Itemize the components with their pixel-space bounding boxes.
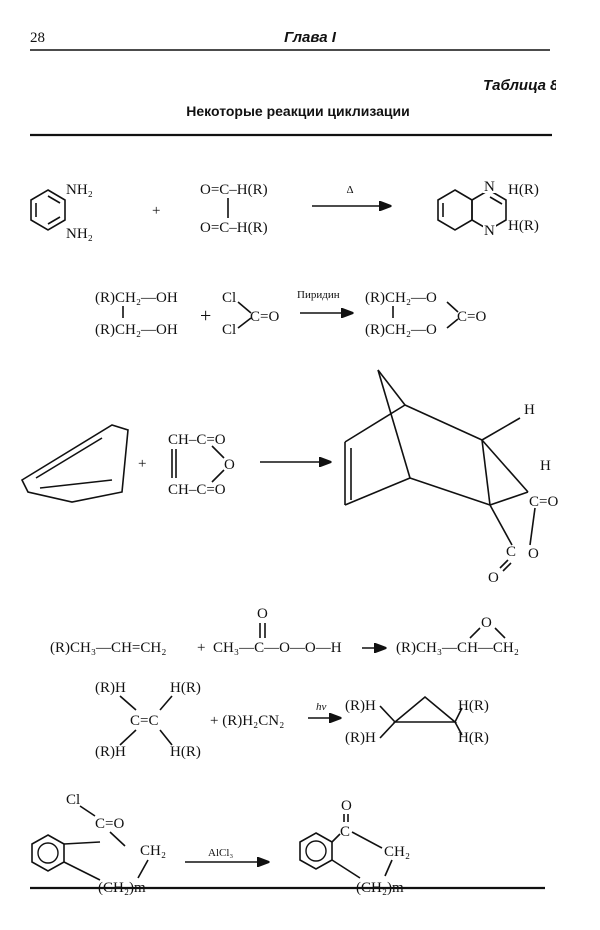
nitrogen-label: N (484, 223, 495, 239)
catalyst-condition: AlCl₃ (208, 847, 233, 859)
plus-sign: + (197, 640, 205, 656)
benzene-ring-icon (299, 832, 333, 870)
table-label: Таблица 8 (483, 77, 559, 94)
oxygen-label: O (528, 546, 539, 562)
diazomethane-label: + (R)H₂CN₂ (210, 713, 284, 729)
plus-sign: + (138, 456, 146, 472)
nitrogen-label: N (484, 179, 495, 195)
substituent-label: (R)H (345, 730, 376, 746)
light-condition: hν (316, 701, 327, 713)
chapter-title: Глава I (284, 29, 337, 46)
benzene-ring-icon (31, 834, 65, 872)
substituent-label: H(R) (458, 698, 489, 714)
product-label: (R)CH₂—O (365, 290, 437, 306)
substituent-label: H(R) (508, 182, 539, 198)
carbonyl-label: C=O (95, 816, 124, 832)
reaction-friedel-crafts: Cl C=O CH₂ (CH₂)m AlCl₃ O C CH₂ (CH₂)m (30, 792, 545, 896)
cycloheptatriene-icon (20, 424, 129, 503)
plus-sign: + (200, 305, 211, 327)
methylene-label: CH₂ (140, 843, 166, 859)
amine-label: NH₂ (66, 182, 93, 198)
substituent-label: (R)H (95, 680, 126, 696)
oxygen-label: O (257, 606, 268, 622)
hydrogen-label: H (540, 458, 551, 474)
substituent-label: H(R) (170, 680, 201, 696)
amine-label: NH₂ (66, 226, 93, 242)
anhydride-label: CH–C=O (168, 482, 226, 498)
oxygen-label: O (488, 570, 499, 586)
product-label: (R)CH₂—O (365, 322, 437, 338)
oxygen-label: O (481, 615, 492, 631)
methylene-label: CH₂ (384, 844, 410, 860)
carbonyl-label: C=O (529, 494, 558, 510)
peracid-label: CH₃—C—O—O—H (213, 640, 342, 656)
plus-sign: + (152, 203, 160, 219)
diol-label: (R)CH₂—OH (95, 290, 178, 306)
hydrogen-label: H (524, 402, 535, 418)
substituent-label: (R)H (95, 744, 126, 760)
alkene-label: C=C (130, 713, 158, 729)
page-header: 28 Глава I Таблица 8 Некоторые реакции ц… (30, 29, 559, 137)
dicarbonyl-label: O=C–H(R) (200, 220, 268, 236)
substituent-label: (R)H (345, 698, 376, 714)
chlorine-label: Cl (66, 792, 80, 808)
carbon-label: C (340, 824, 350, 840)
carbonyl-label: C=O (457, 309, 486, 325)
reaction-epoxidation: (R)CH₃—CH=CH₂ + CH₃—C—O—O—H O (R)CH₃—CH—… (50, 606, 519, 656)
diol-label: (R)CH₂—OH (95, 322, 178, 338)
epoxide-label: (R)CH₃—CH—CH₂ (396, 640, 519, 656)
reaction-carbonate: (R)CH₂—OH (R)CH₂—OH + Cl Cl C=O Пиридин … (95, 289, 486, 338)
page-number: 28 (30, 30, 45, 46)
benzene-ring-icon (30, 189, 66, 231)
chlorine-label: Cl (222, 290, 236, 306)
heat-condition: Δ (346, 184, 353, 196)
cyclopropane-icon (392, 695, 458, 723)
oxygen-label: O (224, 457, 235, 473)
reaction-quinoxaline: NH₂ NH₂ + O=C–H(R) O=C–H(R) Δ N N H(R) H… (30, 178, 539, 242)
dicarbonyl-label: O=C–H(R) (200, 182, 268, 198)
tricyclic-adduct-icon (344, 369, 536, 546)
reaction-cyclopropanation: (R)H H(R) C=C (R)H H(R) + (R)H₂CN₂ hν (R… (95, 680, 489, 760)
anhydride-label: CH–C=O (168, 432, 226, 448)
pyridine-condition: Пиридин (297, 289, 340, 301)
chlorine-label: Cl (222, 322, 236, 338)
table-title: Некоторые реакции циклизации (186, 103, 409, 119)
reaction-diels-alder: + CH–C=O CH–C=O O H H C=O O C O (20, 369, 558, 586)
carbon-label: C (506, 544, 516, 560)
oxygen-label: O (341, 798, 352, 814)
carbonyl-label: C=O (250, 309, 279, 325)
substituent-label: H(R) (170, 744, 201, 760)
substituent-label: H(R) (508, 218, 539, 234)
substituent-label: H(R) (458, 730, 489, 746)
alkene-label: (R)CH₃—CH=CH₂ (50, 640, 166, 656)
